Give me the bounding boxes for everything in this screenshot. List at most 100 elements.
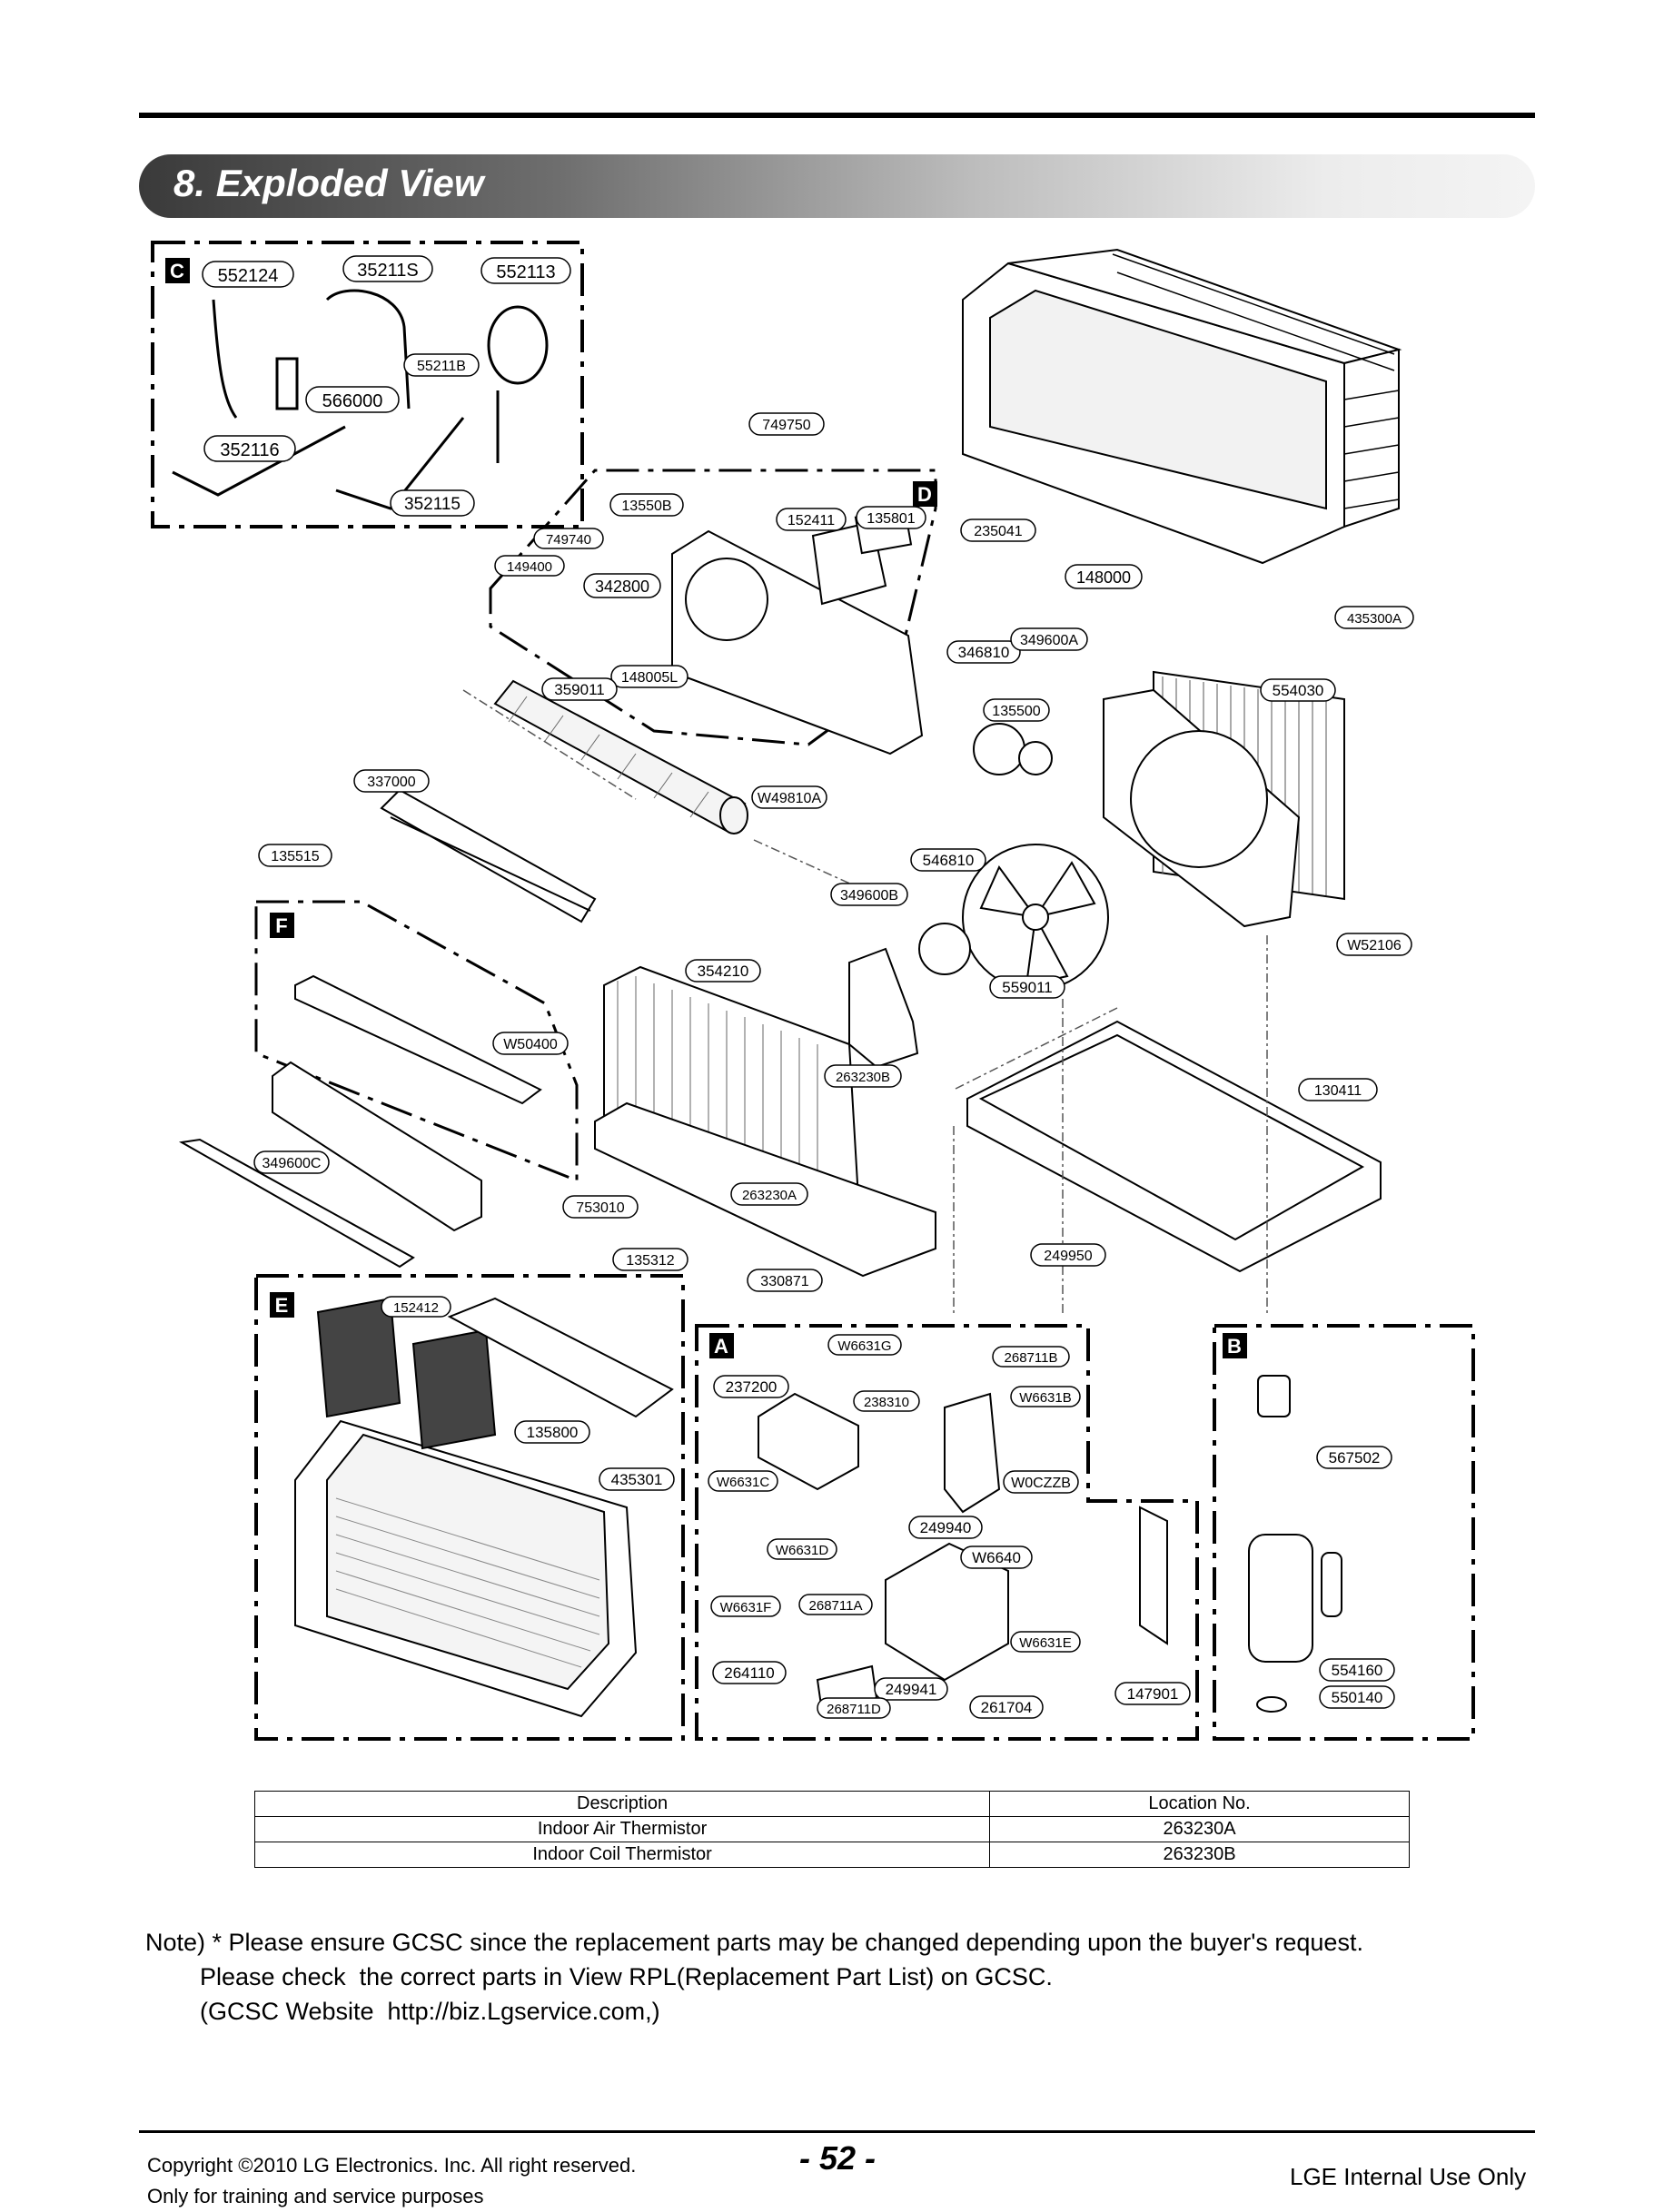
footer-rule <box>139 2130 1535 2133</box>
callout: 135312 <box>612 1248 688 1271</box>
table-cell-description: Indoor Coil Thermistor <box>253 1842 991 1868</box>
callout: W6631D <box>767 1538 837 1560</box>
svg-text:359011: 359011 <box>554 681 604 698</box>
svg-text:235041: 235041 <box>974 524 1022 539</box>
group-e-letter: E <box>275 1294 289 1317</box>
callout: 349600C <box>253 1150 330 1174</box>
callout: 550140 <box>1319 1685 1395 1709</box>
callout: 237200 <box>713 1375 789 1398</box>
svg-text:435300A: 435300A <box>1347 611 1402 627</box>
svg-text:349600B: 349600B <box>840 888 898 904</box>
callout: 349600A <box>1010 627 1088 651</box>
callout: 435301 <box>599 1467 675 1491</box>
svg-text:749750: 749750 <box>762 418 810 433</box>
svg-text:135800: 135800 <box>527 1424 579 1441</box>
callout: 249941 <box>874 1677 948 1701</box>
group-b-letter: B <box>1227 1335 1242 1358</box>
callout: 149400 <box>494 555 565 577</box>
svg-text:352116: 352116 <box>220 440 279 460</box>
bracket-w50400 <box>294 974 542 1105</box>
svg-text:550140: 550140 <box>1332 1689 1383 1706</box>
svg-text:749740: 749740 <box>546 532 591 548</box>
svg-text:559011: 559011 <box>1002 979 1052 996</box>
front-grille-assembly <box>294 1419 638 1718</box>
group-d-box <box>489 469 937 746</box>
parts-table: Description Location No. Indoor Air Ther… <box>253 1791 1410 1868</box>
callout: 349600B <box>830 883 908 906</box>
callout: 554160 <box>1319 1658 1395 1682</box>
svg-text:W6631G: W6631G <box>837 1338 891 1354</box>
indoor-housing <box>671 507 924 755</box>
svg-text:354210: 354210 <box>698 963 749 980</box>
svg-text:238310: 238310 <box>864 1395 909 1410</box>
callout: 552113 <box>480 257 571 284</box>
outer-case <box>962 248 1402 565</box>
compressor <box>1248 1375 1342 1713</box>
svg-text:55211B: 55211B <box>417 359 466 374</box>
rail-753010 <box>178 1061 482 1269</box>
callout: 352115 <box>390 489 475 517</box>
svg-text:753010: 753010 <box>576 1200 624 1216</box>
callout: 567502 <box>1316 1446 1392 1469</box>
svg-text:W52106: W52106 <box>1347 938 1402 953</box>
table-cell-description: Indoor Air Thermistor <box>253 1816 991 1842</box>
svg-text:249941: 249941 <box>886 1681 937 1698</box>
group-f-badge <box>270 913 294 938</box>
callout: 346810 <box>946 640 1021 664</box>
svg-text:346810: 346810 <box>958 644 1010 661</box>
group-b-box <box>1213 1324 1475 1741</box>
callout: W0CZZB <box>1003 1470 1079 1494</box>
table-header-row: Description Location No. <box>253 1791 1410 1817</box>
callout: 435300A <box>1334 606 1414 629</box>
callout: 130411 <box>1298 1078 1378 1101</box>
callout: 559011 <box>989 975 1065 999</box>
svg-text:130411: 130411 <box>1314 1083 1362 1099</box>
callout: 263230A <box>730 1182 808 1206</box>
callout: 342800 <box>583 573 661 598</box>
group-d-badge <box>913 481 937 507</box>
page-number: - 52 - <box>799 2139 877 2177</box>
note-line: Please check the correct parts in View R… <box>145 1963 1053 1990</box>
svg-text:554030: 554030 <box>1273 682 1324 699</box>
svg-text:552113: 552113 <box>496 262 555 282</box>
svg-text:349600A: 349600A <box>1020 633 1078 648</box>
cross-flow-fan <box>493 679 748 834</box>
svg-text:W6631E: W6631E <box>1019 1635 1072 1651</box>
group-e-badge <box>270 1292 294 1318</box>
callout: W52106 <box>1336 933 1412 956</box>
callout: 148000 <box>1065 564 1143 589</box>
group-a-badge <box>709 1333 734 1358</box>
callout: W6631G <box>827 1334 902 1356</box>
svg-text:249940: 249940 <box>920 1519 972 1536</box>
note-line: Note) * Please ensure GCSC since the rep… <box>145 1929 1363 1956</box>
svg-text:W0CZZB: W0CZZB <box>1011 1476 1071 1491</box>
callout: W49810A <box>751 785 827 809</box>
callout: 249940 <box>908 1516 983 1539</box>
top-rule <box>139 113 1535 118</box>
svg-text:35211S: 35211S <box>357 261 418 281</box>
callout: 147901 <box>1114 1682 1191 1705</box>
grille-337000 <box>380 788 597 923</box>
table-header-location: Location No. <box>989 1791 1410 1817</box>
training-text: Only for training and service purposes <box>147 2185 484 2207</box>
callout: W6640 <box>960 1545 1033 1569</box>
group-d-letter: D <box>917 483 932 506</box>
svg-text:W6631C: W6631C <box>717 1475 770 1490</box>
internal-use-label: LGE Internal Use Only <box>1290 2163 1527 2190</box>
svg-text:263230A: 263230A <box>742 1188 797 1203</box>
callout: 354210 <box>685 959 761 983</box>
svg-text:330871: 330871 <box>760 1274 808 1289</box>
callout: 135515 <box>258 844 332 867</box>
svg-text:W49810A: W49810A <box>758 791 822 806</box>
callout: 352116 <box>203 435 296 462</box>
group-f-letter: F <box>275 914 287 937</box>
callout: 261704 <box>969 1695 1044 1719</box>
svg-text:349600C: 349600C <box>262 1156 322 1171</box>
callout: 135500 <box>983 698 1050 722</box>
callout: 263230B <box>824 1064 902 1088</box>
svg-text:567502: 567502 <box>1329 1449 1381 1466</box>
svg-text:152411: 152411 <box>787 513 835 528</box>
callout: 55211B <box>403 353 480 377</box>
callout: 359011 <box>541 677 618 701</box>
outdoor-fan <box>962 844 1109 991</box>
